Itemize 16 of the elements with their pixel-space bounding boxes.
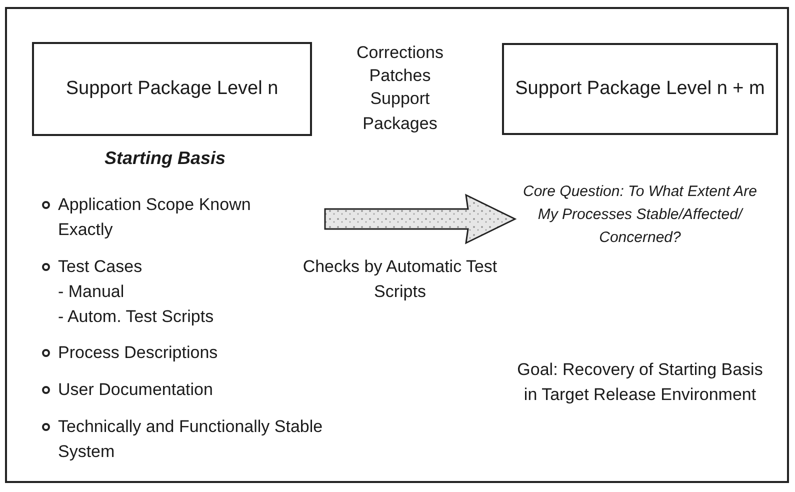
question-text: Core Question: To What Extent Are My Processes Stable/Affected/ Concerned? bbox=[522, 182, 758, 248]
note-text: Support Packages bbox=[362, 88, 438, 135]
goal-text: Goal: Recovery of Starting Basis in Target Release Environment bbox=[516, 359, 764, 406]
list-item: - Autom. Test Scripts bbox=[58, 306, 215, 328]
list-item: - Manual bbox=[58, 281, 126, 303]
list-item: Process Descriptions bbox=[58, 342, 219, 364]
list-item: Application Scope Known Exactly bbox=[58, 194, 252, 241]
note-text: Checks by Automatic Test Scripts bbox=[302, 256, 498, 303]
list-item: Technically and Functionally Stable System bbox=[58, 416, 324, 463]
list-item: Test Cases bbox=[58, 256, 144, 278]
list-item: User Documentation bbox=[58, 379, 214, 401]
note-text: Corrections bbox=[356, 42, 444, 64]
heading-text: Starting Basis bbox=[103, 147, 227, 170]
note-text: Patches bbox=[368, 65, 432, 87]
process-box: Support Package Level n bbox=[32, 42, 312, 136]
process-box: Support Package Level n + m bbox=[502, 43, 778, 135]
